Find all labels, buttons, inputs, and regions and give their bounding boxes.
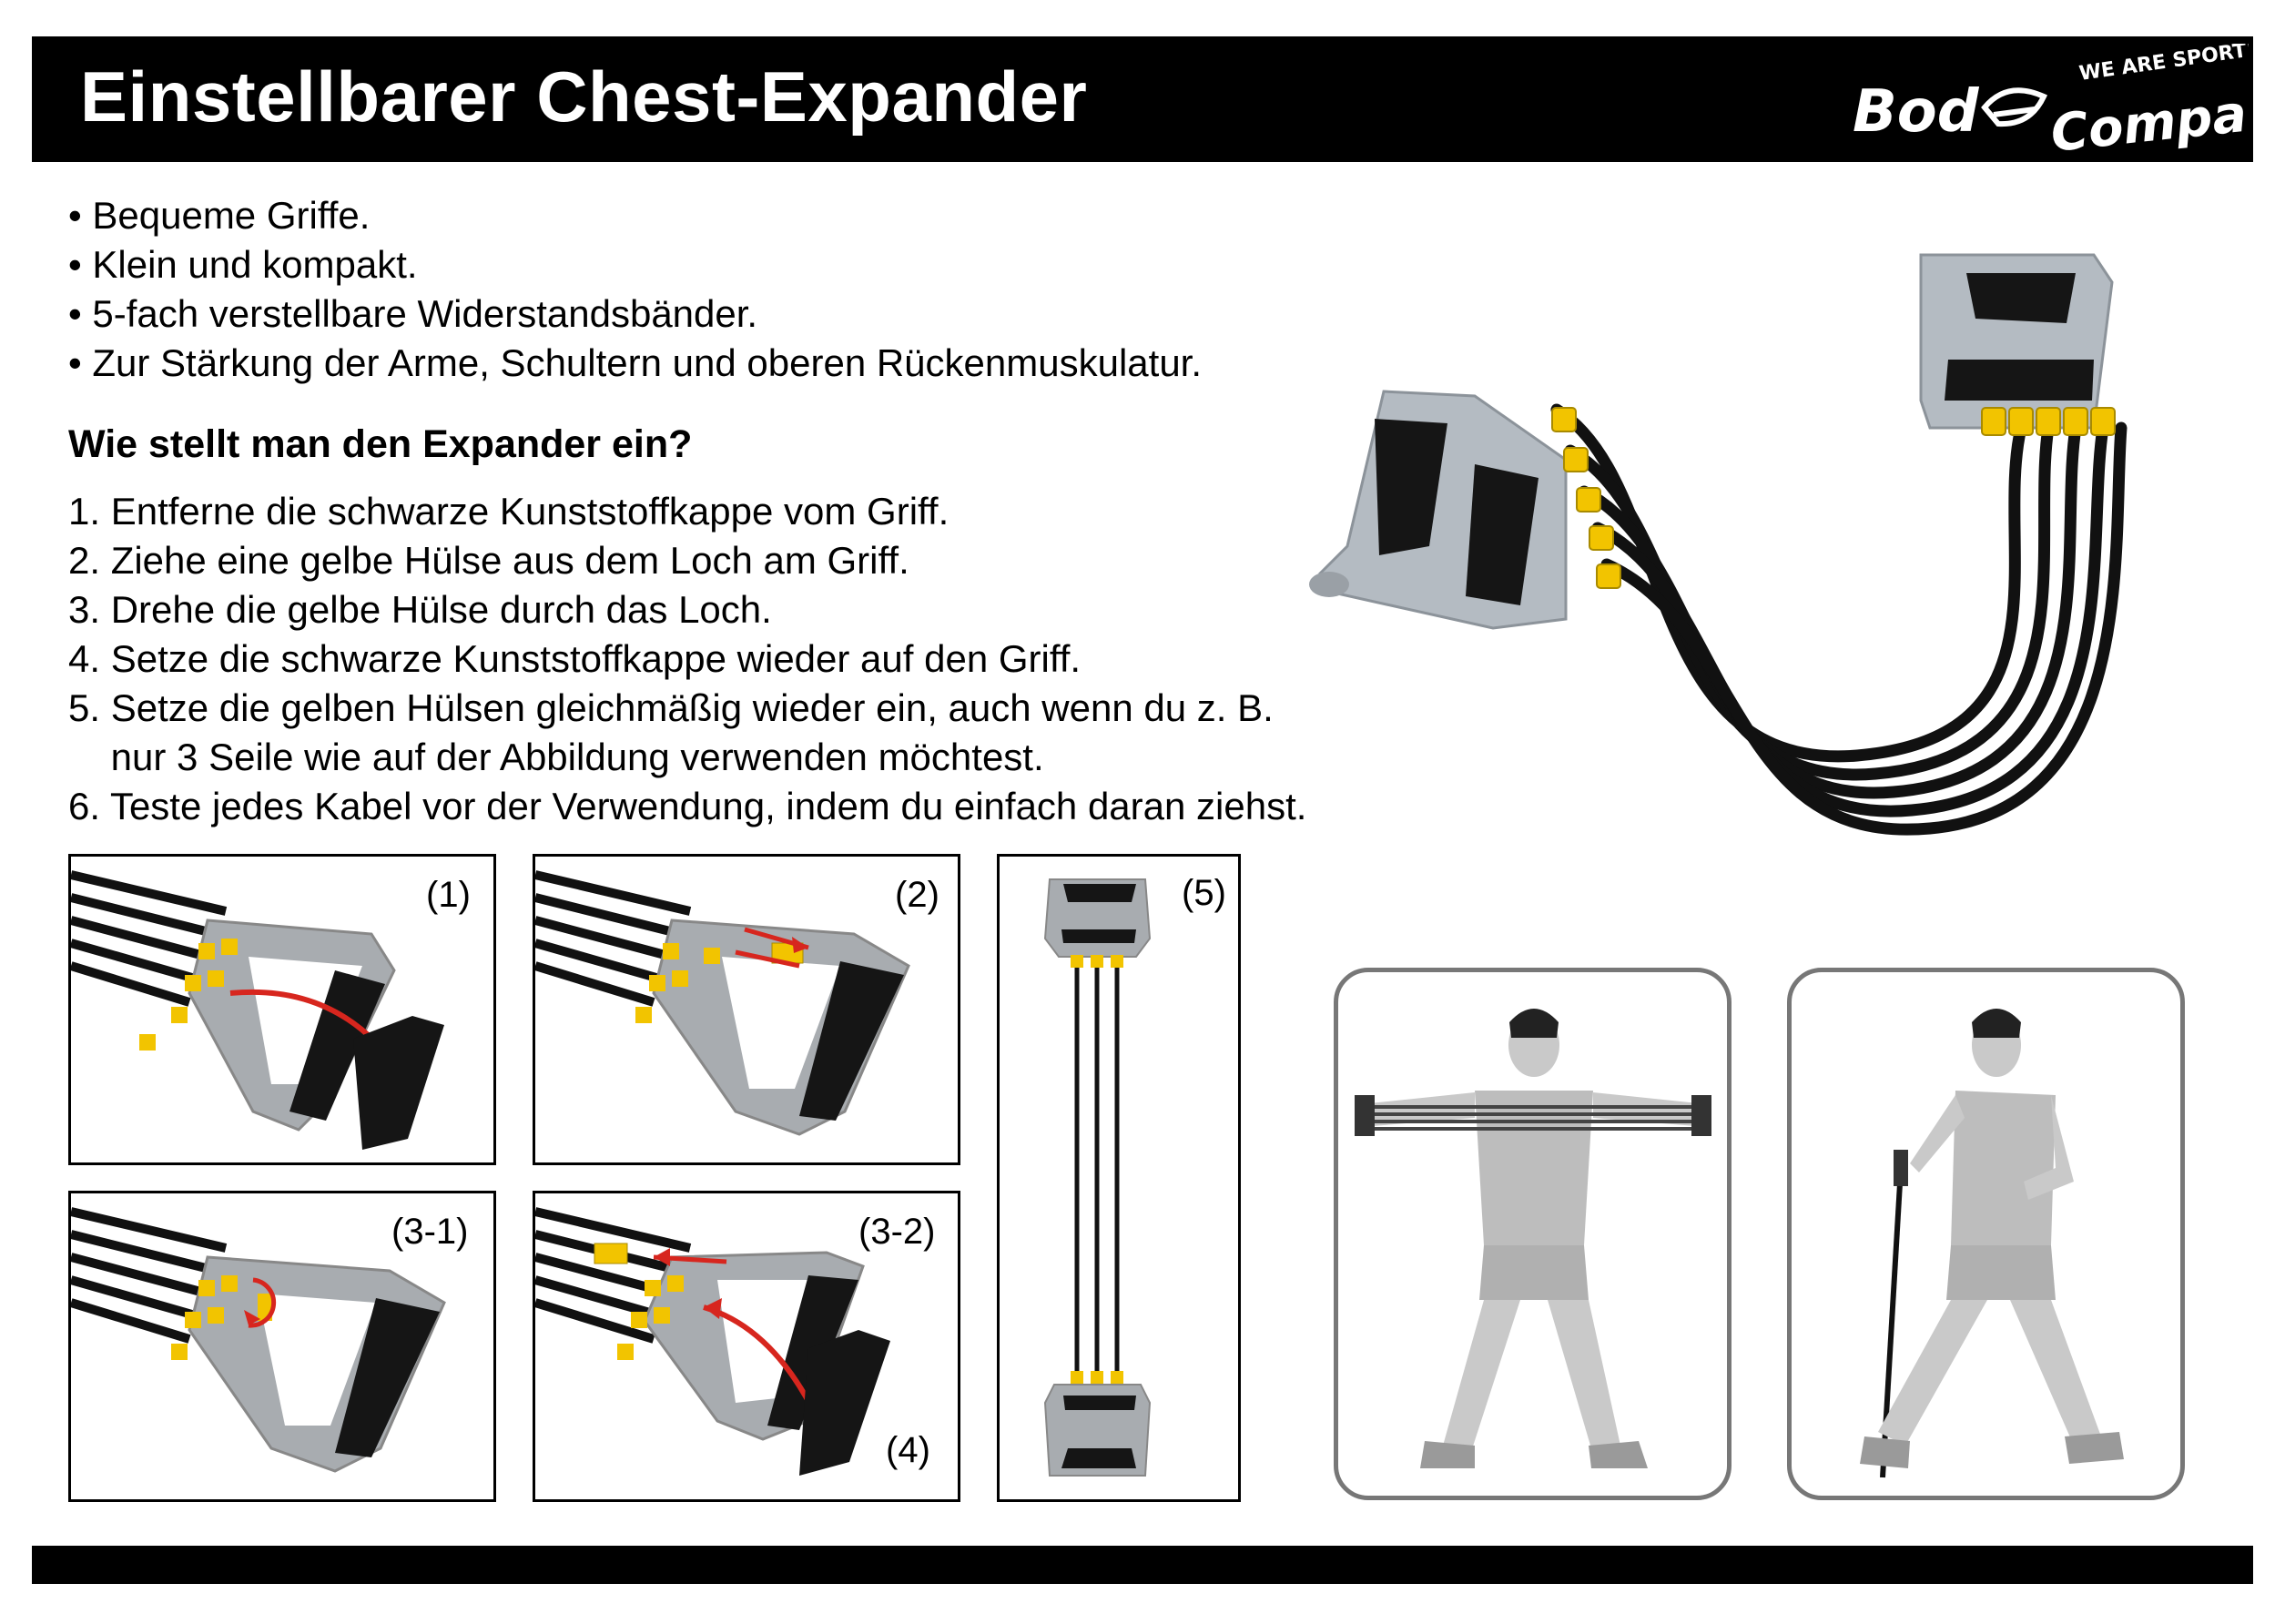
- panel-label: (1): [426, 875, 471, 915]
- step-item: 2. Ziehe eine gelbe Hülse aus dem Loch a…: [68, 539, 909, 582]
- step-item: nur 3 Seile wie auf der Abbildung verwen…: [68, 736, 1044, 778]
- panel-1-illustration: [71, 870, 444, 1150]
- header-bar: [32, 36, 2253, 162]
- step-item: 1. Entferne die schwarze Kunststoffkappe…: [68, 490, 950, 533]
- instruction-panel-1: (1): [68, 854, 496, 1165]
- feature-item: • Zur Stärkung der Arme, Schultern und o…: [68, 341, 1203, 384]
- feature-item: • Klein und kompakt.: [68, 243, 418, 286]
- step-item: 3. Drehe die gelbe Hülse durch das Loch.: [68, 588, 772, 631]
- instruction-panel-2: (2): [533, 854, 960, 1165]
- feature-list: • Bequeme Griffe. • Klein und kompakt. •…: [68, 191, 1202, 388]
- brand-logo: Bod Company WE ARE SPORT!: [1853, 44, 2249, 160]
- panel-label: (2): [895, 875, 939, 915]
- person-single-arm-pull-illustration: [1860, 1009, 2124, 1478]
- step-item: 4. Setze die schwarze Kunststoffkappe wi…: [68, 637, 1082, 680]
- step-item: 6. Teste jedes Kabel vor der Verwendung,…: [68, 785, 1307, 827]
- instruction-panel-3-1: (3-1): [68, 1191, 496, 1502]
- page-title: Einstellbarer Chest-Expander: [80, 56, 1088, 137]
- panel-3-1-illustration: [71, 1207, 446, 1473]
- svg-text:Company: Company: [2048, 76, 2249, 160]
- exercise-chest-pull-figure: [1334, 968, 1732, 1500]
- howto-title: Wie stellt man den Expander ein?: [68, 422, 693, 466]
- panel-2-illustration: [535, 870, 910, 1136]
- svg-text:Bod: Bod: [1853, 78, 1980, 146]
- panel-label: (5): [1182, 873, 1226, 913]
- panel-5-illustration: [1043, 878, 1152, 1477]
- person-chest-pull-illustration: [1355, 1009, 1711, 1468]
- feature-item: • 5-fach verstellbare Widerstandsbänder.: [68, 292, 758, 335]
- footer-bar: [32, 1546, 2253, 1584]
- exercise-single-arm-pull-figure: [1787, 968, 2185, 1500]
- instruction-panel-3-2: (3-2) (4): [533, 1191, 960, 1502]
- steps-list: 1. Entferne die schwarze Kunststoffkappe…: [68, 487, 1306, 831]
- svg-text:WE ARE SPORT!: WE ARE SPORT!: [2077, 44, 2249, 86]
- panel-3-2-illustration: [535, 1207, 890, 1476]
- panel-label: (3-1): [391, 1212, 469, 1252]
- instruction-panel-5: (5): [997, 854, 1241, 1502]
- panel-label: (3-2): [858, 1212, 936, 1252]
- panel-label: (4): [886, 1430, 930, 1470]
- step-item: 5. Setze die gelben Hülsen gleichmäßig w…: [68, 686, 1274, 729]
- feature-item: • Bequeme Griffe.: [68, 194, 371, 237]
- expander-product-illustration: [1309, 253, 2128, 836]
